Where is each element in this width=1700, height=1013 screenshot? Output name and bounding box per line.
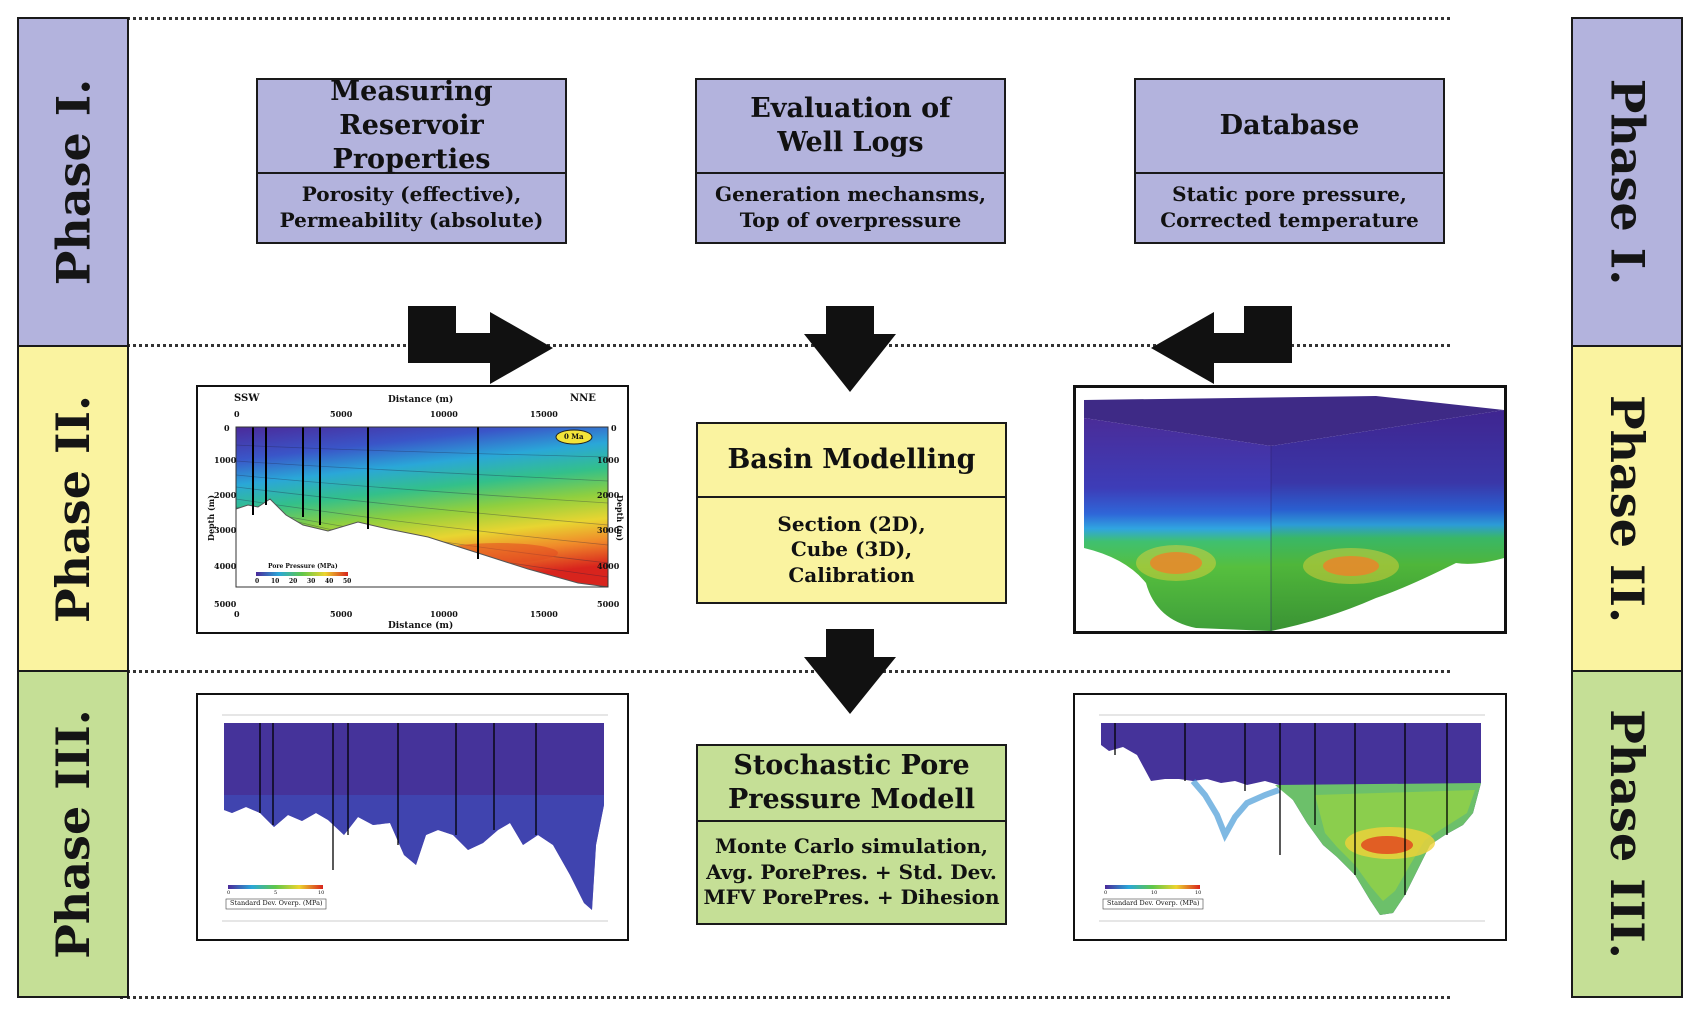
phase-3-right-band: Phase III. xyxy=(1571,670,1683,998)
section-2d-xtick-1-bottom: 5000 xyxy=(330,609,353,619)
measuring-reservoir-properties-box: Measuring Reservoir Properties Porosity … xyxy=(256,76,567,244)
phase-3-left-label: Phase III. xyxy=(46,709,100,959)
section-2d-legend-tick-0: 0 xyxy=(255,578,260,585)
section-2d-age-badge: 0 Ma xyxy=(564,432,584,441)
section-2d-left-end-label: SSW xyxy=(234,393,260,404)
section-2d-ytick-1: 1000 xyxy=(214,455,237,465)
section-2d-xtick-0-bottom: 0 xyxy=(234,609,240,619)
section-2d-right-end-label: NNE xyxy=(570,393,596,404)
stochastic-pore-pressure-detail: Monte Carlo simulation, Avg. PorePres. +… xyxy=(703,834,1000,910)
std-dev-right-legend-tick-0: 0 xyxy=(1104,890,1108,896)
top-dotted-line xyxy=(120,17,1450,20)
phase-1-left-band: Phase I. xyxy=(17,17,129,347)
bottom-dotted-line xyxy=(120,996,1450,999)
phase-1-right-band: Phase I. xyxy=(1571,17,1683,347)
section-2d-xtick-0: 0 xyxy=(234,409,240,419)
section-2d-ytick-0-right: 0 xyxy=(611,423,617,433)
phase-1-right-label: Phase I. xyxy=(1600,78,1654,286)
phase-2-right-band: Phase II. xyxy=(1571,345,1683,672)
database-title: Database xyxy=(1136,80,1443,174)
section-2d-y-title-left: Depth (m) xyxy=(205,495,216,541)
section-2d-legend-tick-1: 10 xyxy=(271,578,280,585)
std-dev-left-legend-tick-2: 10 xyxy=(318,890,325,896)
section-2d-ytick-4-right: 4000 xyxy=(597,561,620,571)
section-2d-xtick-2: 10000 xyxy=(430,409,458,419)
stochastic-pore-pressure-box: Stochastic Pore Pressure Modell Monte Ca… xyxy=(696,744,1007,925)
section-2d-xtick-3-bottom: 15000 xyxy=(530,609,558,619)
phase-2-left-label: Phase II. xyxy=(46,394,101,623)
section-2d-ytick-5-right: 5000 xyxy=(597,599,620,609)
evaluation-well-logs-detail: Generation mechansms, Top of overpressur… xyxy=(715,182,986,232)
basin-modelling-box: Basin Modelling Section (2D), Cube (3D),… xyxy=(696,422,1007,604)
phase-2-left-band: Phase II. xyxy=(17,345,129,672)
down-arrow-evaluation xyxy=(804,306,896,392)
section-2d-x-title-bottom: Distance (m) xyxy=(388,621,454,631)
phase-1-left-label: Phase I. xyxy=(46,78,100,286)
section-2d-panel: SSW NNE Distance (m) Distance (m) 0 5000… xyxy=(196,385,629,634)
section-2d-legend-tick-4: 40 xyxy=(325,578,334,585)
std-dev-right-legend-tick-2: 10 xyxy=(1195,890,1202,896)
basin-modelling-title: Basin Modelling xyxy=(698,424,1005,498)
section-2d-y-title-right: Depth (m) xyxy=(614,495,625,541)
section-2d-x-title-top: Distance (m) xyxy=(388,395,454,405)
std-dev-left-legend-tick-0: 0 xyxy=(227,890,231,896)
database-box: Database Static pore pressure, Corrected… xyxy=(1134,78,1445,244)
section-2d-legend-tick-2: 20 xyxy=(289,578,298,585)
std-dev-right-legend-tick-1: 10 xyxy=(1151,890,1158,896)
basin-modelling-detail: Section (2D), Cube (3D), Calibration xyxy=(777,511,926,587)
section-2d-ytick-5: 5000 xyxy=(214,599,237,609)
divider-phase2-phase3 xyxy=(120,670,1450,673)
divider-phase1-phase2 xyxy=(120,344,1450,347)
stochastic-pore-pressure-title: Stochastic Pore Pressure Modell xyxy=(698,746,1005,822)
section-2d-ytick-1-right: 1000 xyxy=(597,455,620,465)
phase-3-left-band: Phase III. xyxy=(17,670,129,998)
section-2d-xtick-1: 5000 xyxy=(330,409,353,419)
section-2d-xtick-2-bottom: 10000 xyxy=(430,609,458,619)
section-2d-legend-tick-3: 30 xyxy=(307,578,316,585)
section-2d-ytick-4: 4000 xyxy=(214,561,237,571)
std-dev-section-right-svg xyxy=(1099,714,1485,922)
section-2d-xtick-3: 15000 xyxy=(530,409,558,419)
evaluation-well-logs-box: Evaluation of Well Logs Generation mecha… xyxy=(695,78,1006,244)
std-dev-section-left-panel: Standard Dev. Overp. (MPa) 0 5 10 xyxy=(196,693,629,941)
phase-2-right-label: Phase II. xyxy=(1600,394,1655,623)
cube-3d-svg xyxy=(1084,396,1504,631)
cube-3d-panel xyxy=(1073,385,1507,634)
section-2d-ytick-3: 3000 xyxy=(214,525,237,535)
section-2d-ytick-3-right: 3000 xyxy=(597,525,620,535)
measuring-reservoir-properties-title: Measuring Reservoir Properties xyxy=(258,76,565,175)
evaluation-well-logs-title: Evaluation of Well Logs xyxy=(697,80,1004,174)
std-dev-section-right-panel: Standard Dev. Overp. (MPa) 0 10 10 xyxy=(1073,693,1507,941)
std-dev-section-left-svg xyxy=(222,714,608,922)
std-dev-right-legend-label: Standard Dev. Overp. (MPa) xyxy=(1107,899,1200,907)
section-2d-ytick-0: 0 xyxy=(224,423,230,433)
section-2d-legend-title: Pore Pressure (MPa) xyxy=(268,563,338,570)
database-detail: Static pore pressure, Corrected temperat… xyxy=(1160,182,1419,232)
section-2d-ytick-2: 2000 xyxy=(214,490,237,500)
section-2d-legend-tick-5: 50 xyxy=(343,578,352,585)
std-dev-left-legend-label: Standard Dev. Overp. (MPa) xyxy=(230,899,323,907)
phase-3-right-label: Phase III. xyxy=(1600,709,1654,959)
measuring-reservoir-properties-detail: Porosity (effective), Permeability (abso… xyxy=(279,182,544,232)
section-2d-svg xyxy=(235,426,609,588)
section-2d-ytick-2-right: 2000 xyxy=(597,490,620,500)
std-dev-left-legend-tick-1: 5 xyxy=(274,890,278,896)
